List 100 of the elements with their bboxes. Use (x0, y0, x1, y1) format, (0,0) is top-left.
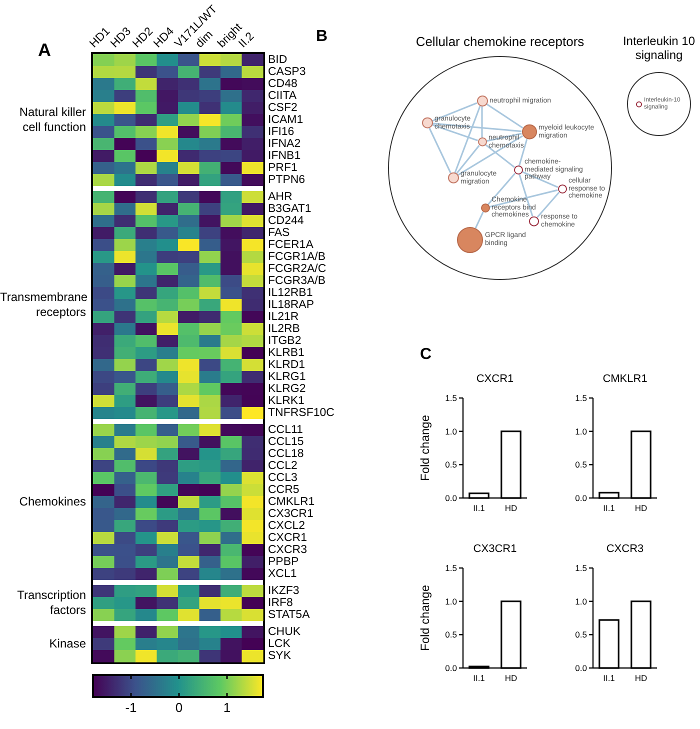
connector-line (522, 171, 558, 188)
gene-label: FAS (268, 227, 290, 239)
connector-line (536, 192, 560, 218)
gene-label: KLRB1 (268, 347, 304, 359)
gene-label: IFNA2 (268, 138, 301, 150)
gene-label: IL2RB (268, 323, 300, 335)
gene-label: IRF8 (268, 597, 293, 609)
gene-label: PPBP (268, 556, 299, 568)
chart-title: CXCR1 (476, 373, 514, 385)
tick-label: 1.5 (575, 563, 587, 573)
connector-line (518, 138, 528, 166)
category-label: II.1 (473, 673, 485, 683)
gene-label: CX3CR1 (268, 508, 314, 520)
gene-label: CD48 (268, 78, 298, 90)
category-label: II.1 (603, 673, 615, 683)
row-group-label: Natural killer cell function (18, 105, 86, 135)
gene-label: CHUK (268, 626, 301, 638)
gene-label: ITGB2 (268, 335, 302, 347)
gene-label: FCER1A (268, 239, 314, 251)
tick-label: 1.5 (575, 393, 587, 403)
connector-line (489, 189, 558, 208)
gene-label: ICAM1 (268, 114, 304, 126)
tick-label: 0 (175, 700, 183, 715)
connector-line (432, 124, 478, 142)
tick-label: 0.5 (445, 460, 457, 470)
gene-label: IL21R (268, 311, 299, 323)
tick-label: 0.5 (575, 630, 587, 640)
connector-line (432, 122, 522, 132)
gene-label: BID (268, 54, 288, 66)
gene-label: CXCR1 (268, 532, 307, 544)
gene-label: CCL11 (268, 424, 303, 436)
category-label: HD (634, 673, 648, 683)
category-label: HD (634, 503, 648, 513)
gene-label: IFI16 (268, 126, 294, 138)
tick-label: 1.0 (575, 596, 587, 606)
tick-label: 0.5 (575, 460, 587, 470)
connector-line (486, 103, 524, 129)
gene-label: KLRD1 (268, 359, 306, 371)
row-group-label: Transmembrane receptors (0, 290, 86, 320)
gene-label: PRF1 (268, 162, 298, 174)
gene-label: LCK (268, 638, 290, 650)
cluster-title: Cellular chemokine receptors (414, 34, 586, 49)
tick-label: 0.0 (575, 493, 587, 503)
gene-label: FCGR1A/B (268, 251, 326, 263)
gene-label: CCL18 (268, 448, 304, 460)
gene-label: CMKLR1 (268, 496, 315, 508)
gene-label: PTPN6 (268, 174, 306, 186)
gene-label: CSF2 (268, 102, 298, 114)
gene-label: CXCR3 (268, 544, 307, 556)
gene-label: AHR (268, 191, 292, 203)
gene-label: CIITA (268, 90, 297, 102)
gene-label: CCL2 (268, 460, 298, 472)
tick-label: 1.0 (445, 426, 457, 436)
gene-label: IKZF3 (268, 585, 300, 597)
panel-letter: B (316, 28, 328, 46)
gene-label: KLRG1 (268, 371, 306, 383)
row-group-label: Chemokines (18, 494, 86, 510)
category-label: HD (504, 673, 518, 683)
tick-label: 1.5 (445, 393, 457, 403)
connector-line (518, 174, 534, 216)
tick-label: 1 (223, 700, 231, 715)
gene-label: CCR5 (268, 484, 300, 496)
gene-label: SYK (268, 650, 292, 662)
tick-label: 0.0 (575, 663, 587, 673)
category-label: HD (504, 503, 518, 513)
chart-title: CX3CR1 (473, 543, 517, 555)
axis-title: Fold change (418, 414, 432, 482)
tick-label: -1 (125, 700, 137, 715)
connector-line (481, 106, 483, 138)
gene-label: FCGR2A/C (268, 263, 326, 275)
connector-line (457, 135, 523, 176)
connector-line (428, 128, 452, 174)
gene-label: KLRK1 (268, 395, 304, 407)
category-label: II.1 (473, 503, 485, 513)
row-group-label: Kinase (48, 636, 86, 652)
tick-label: 0.0 (445, 663, 457, 673)
tick-label: 0.0 (445, 493, 457, 503)
gene-label: B3GAT1 (268, 203, 312, 215)
tick-label: 0.5 (445, 630, 457, 640)
gene-label: CASP3 (268, 66, 306, 78)
connector-line (485, 144, 515, 168)
connector-line (454, 106, 481, 174)
axis-title: Fold change (418, 584, 432, 652)
tick-label: 1.5 (445, 563, 457, 573)
connector-line (432, 102, 478, 122)
gene-label: KLRG2 (268, 383, 306, 395)
gene-label: TNFRSF10C (268, 407, 334, 419)
connector-line (487, 172, 516, 206)
cluster-title: Interleukin 10 signaling (622, 34, 696, 62)
panel-letter: A (38, 40, 51, 61)
chart-title: CMKLR1 (602, 373, 648, 385)
tick-label: 1.0 (575, 426, 587, 436)
connector-line (474, 212, 484, 229)
gene-label: CCL3 (268, 472, 298, 484)
connector-line (456, 145, 480, 174)
gene-label: IL12RB1 (268, 287, 313, 299)
category-label: II.1 (603, 503, 615, 513)
panel-letter: C (420, 346, 432, 364)
gene-label: CCL15 (268, 436, 304, 448)
chart-title: CXCR3 (606, 543, 644, 555)
